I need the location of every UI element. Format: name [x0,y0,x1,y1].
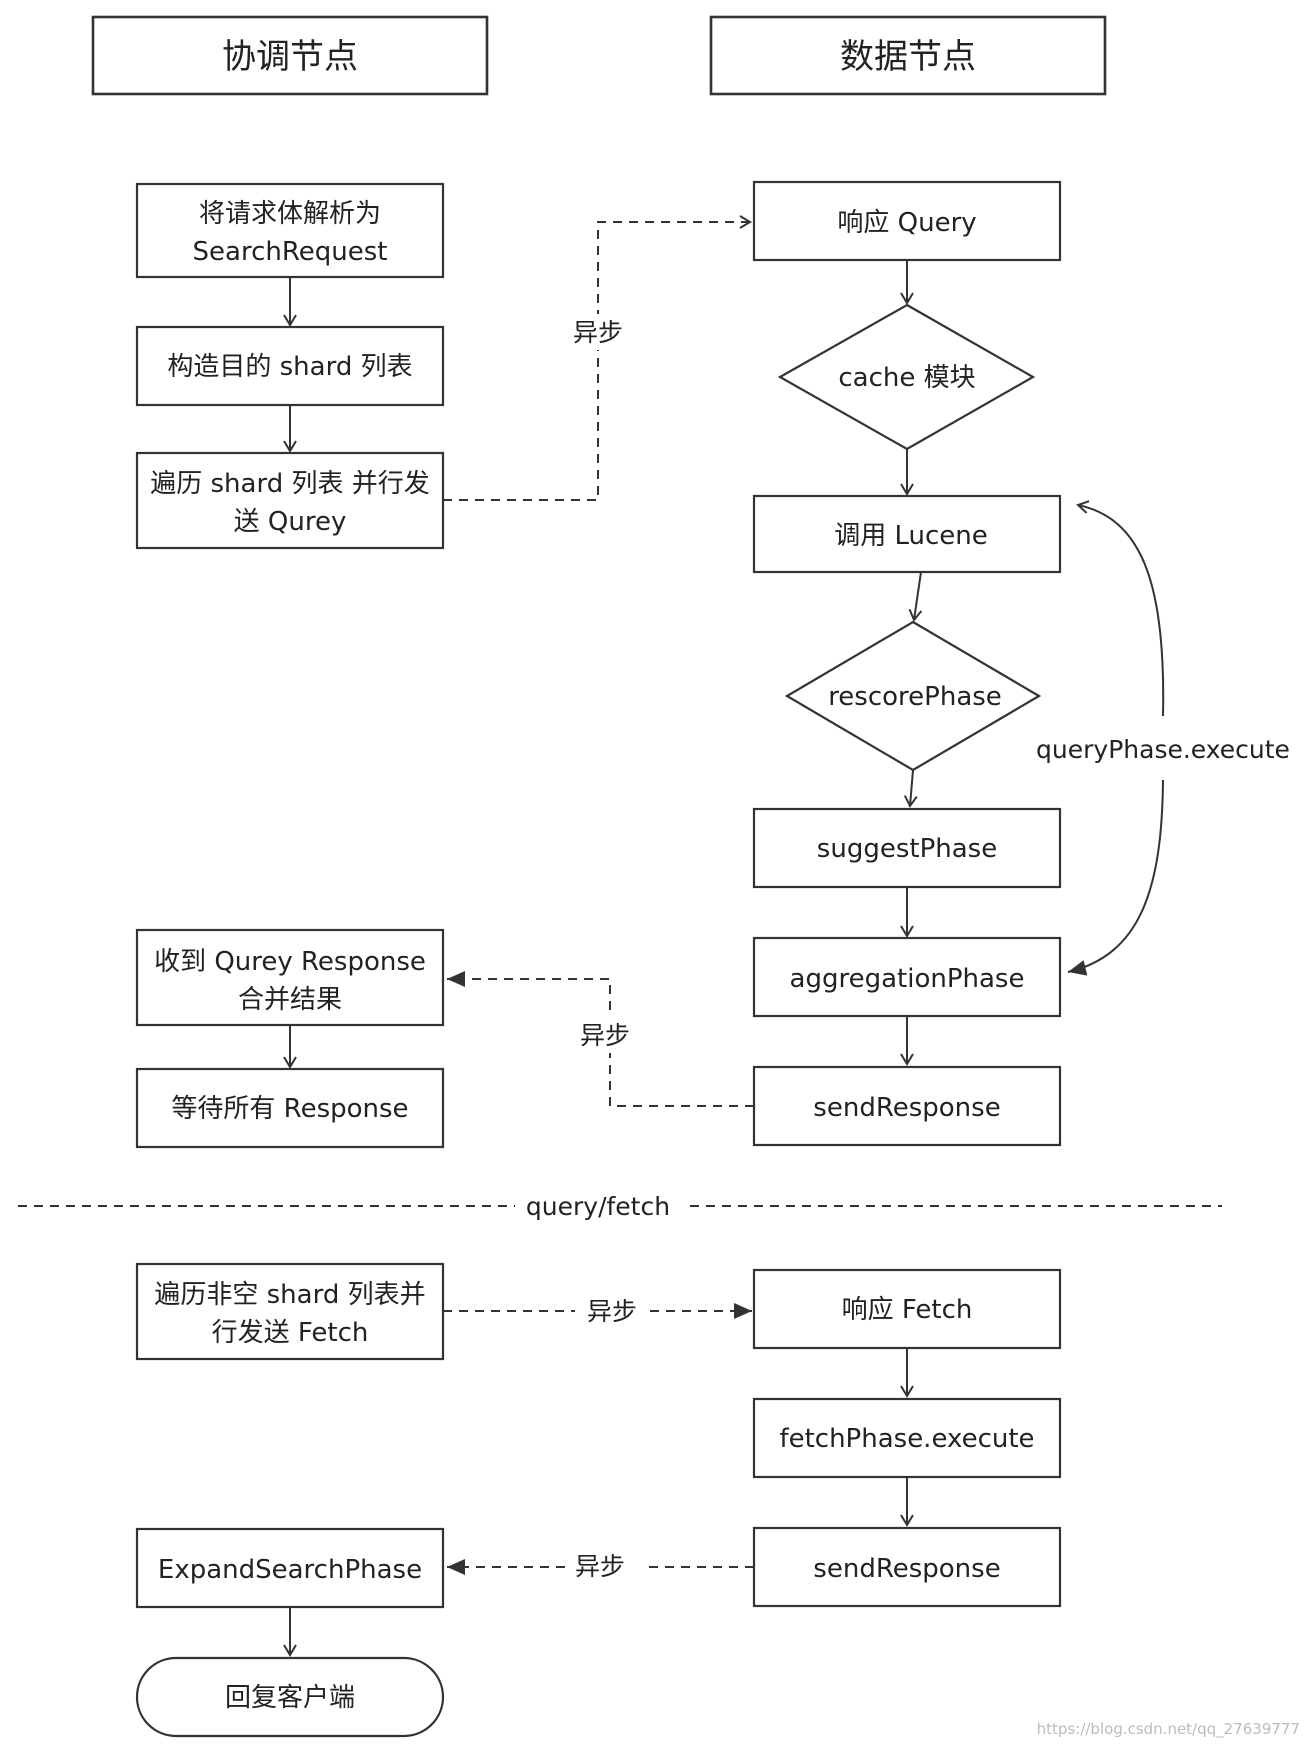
loop-arrow-lower [1067,779,1164,976]
async-query-response-label: 异步 [580,1021,630,1050]
header-data-node: 数据节点 [709,15,1107,96]
node-suggest-phase: suggestPhase [752,807,1062,889]
query-phase-execute-label: queryPhase.execute [1036,735,1290,764]
async-fetch-label: 异步 [587,1297,637,1326]
node-send-query-line1: 遍历 shard 列表 并行发 [150,469,430,499]
node-send-response-query-label: sendResponse [813,1093,1000,1123]
node-rescore-phase-label: rescorePhase [828,682,1002,712]
async-query-label: 异步 [573,318,623,347]
node-call-lucene: 调用 Lucene [752,494,1062,574]
node-wait-all: 等待所有 Response [135,1067,445,1149]
node-respond-query-label: 响应 Query [837,208,976,238]
header-data-node-label: 数据节点 [840,37,976,77]
arrow-rescore-to-suggest [903,769,918,808]
node-call-lucene-label: 调用 Lucene [834,521,988,551]
node-send-fetch-line1: 遍历非空 shard 列表并 [154,1280,425,1310]
node-rescore-phase: rescorePhase [784,620,1042,772]
node-send-fetch-line2: 行发送 Fetch [212,1318,369,1348]
loop-arrow-upper [1076,500,1165,717]
node-build-shards: 构造目的 shard 列表 [135,325,445,407]
node-receive-query-response-line1: 收到 Qurey Response [154,947,426,977]
node-respond-fetch: 响应 Fetch [752,1268,1062,1350]
node-send-response-fetch: sendResponse [752,1526,1062,1608]
node-build-shards-label: 构造目的 shard 列表 [167,352,412,382]
node-send-query-line2: 送 Qurey [234,507,347,537]
node-send-fetch: 遍历非空 shard 列表并 行发送 Fetch [135,1262,445,1361]
node-fetch-phase-execute-label: fetchPhase.execute [779,1424,1034,1454]
node-send-response-fetch-label: sendResponse [813,1554,1000,1584]
node-respond-fetch-label: 响应 Fetch [842,1295,973,1325]
node-cache-module: cache 模块 [777,303,1036,451]
header-coordinator: 协调节点 [91,15,489,96]
node-aggregation-phase: aggregationPhase [752,936,1062,1018]
node-send-query: 遍历 shard 列表 并行发 送 Qurey [135,451,445,550]
node-parse-request-line2: SearchRequest [193,237,388,267]
async-query-connector [443,215,752,501]
node-suggest-phase-label: suggestPhase [817,834,997,864]
node-receive-query-response-line2: 合并结果 [238,985,342,1015]
arrow-lucene-to-rescore [908,571,923,622]
async-fetch-response-label: 异步 [575,1552,625,1581]
node-wait-all-label: 等待所有 Response [171,1094,408,1124]
node-parse-request-line1: 将请求体解析为 [199,199,381,229]
divider-label: query/fetch [526,1192,670,1221]
node-respond-query: 响应 Query [752,180,1062,262]
async-query-label-bg [566,314,630,350]
node-expand-search-phase-label: ExpandSearchPhase [158,1555,422,1585]
header-coordinator-label: 协调节点 [222,37,358,77]
node-reply-client: 回复客户端 [135,1656,445,1738]
node-fetch-phase-execute: fetchPhase.execute [752,1397,1062,1479]
node-cache-module-label: cache 模块 [838,363,975,393]
node-receive-query-response: 收到 Qurey Response 合并结果 [135,928,445,1027]
watermark-text: https://blog.csdn.net/qq_27639777 [1037,1720,1300,1739]
node-parse-request: 将请求体解析为 SearchRequest [135,182,445,279]
async-query-response-label-bg [576,1017,644,1053]
node-expand-search-phase: ExpandSearchPhase [135,1527,445,1609]
async-query-response-connector [447,971,754,1107]
node-reply-client-label: 回复客户端 [225,1683,355,1713]
node-send-response-query: sendResponse [752,1065,1062,1147]
node-aggregation-phase-label: aggregationPhase [790,964,1025,994]
